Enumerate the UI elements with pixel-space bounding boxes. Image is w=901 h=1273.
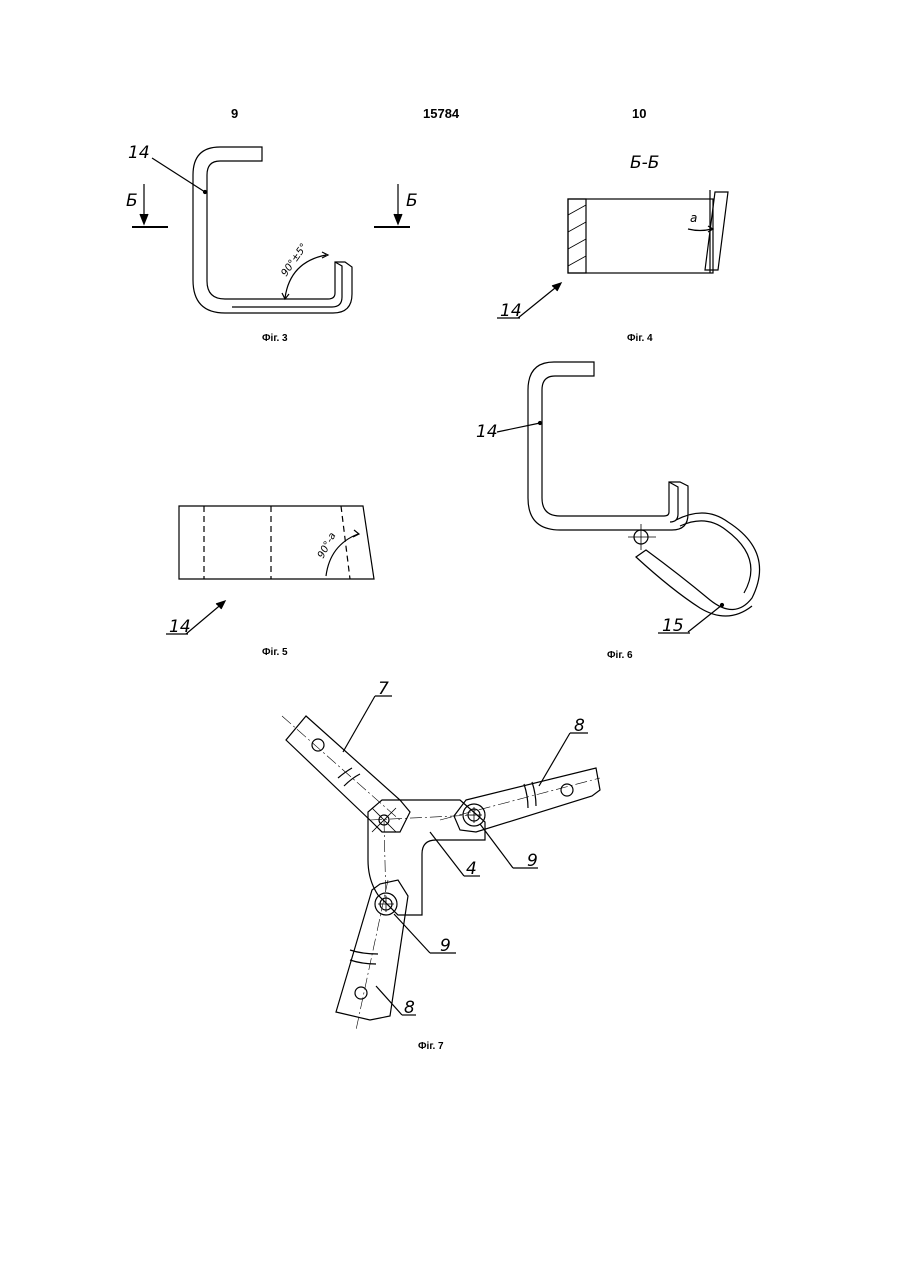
part-label-8-right: 8	[574, 716, 585, 736]
fig6-caption: Фіг. 6	[607, 650, 633, 661]
part-label-8-bottom: 8	[404, 998, 415, 1018]
arm-8-bottom-centerline	[356, 880, 388, 1030]
part-label-4: 4	[466, 859, 477, 879]
leader-line-14	[518, 284, 560, 318]
leader-line-14	[152, 158, 205, 192]
section-label-right: Б	[406, 191, 418, 211]
leader-line-14	[497, 423, 540, 432]
part-label-14: 14	[128, 143, 150, 163]
strip-outline	[179, 506, 374, 579]
arm-7-centerline	[282, 716, 402, 822]
bracket-fold	[669, 482, 678, 522]
part-label-9-right: 9	[527, 851, 538, 871]
part-label-9-bottom: 9	[440, 936, 451, 956]
part-label-7: 7	[378, 679, 389, 699]
section-title: Б-Б	[630, 153, 659, 173]
angle-label: 90°-a	[316, 531, 339, 560]
arm-7-break	[338, 768, 360, 786]
part-label-14: 14	[169, 617, 191, 637]
part-label-14: 14	[500, 301, 522, 321]
arm-8-right-break	[524, 782, 536, 808]
tilted-flange	[705, 192, 728, 270]
part-label-14: 14	[476, 422, 498, 442]
angle-arrow	[353, 530, 359, 537]
angle-label: a	[690, 211, 697, 225]
arm-8-bottom-hole	[355, 987, 367, 999]
wire-loop-15	[636, 513, 760, 616]
leader-9-bottom	[394, 914, 430, 953]
leader-line-14	[186, 602, 224, 634]
leader-7	[343, 696, 375, 752]
arm-7-hole	[312, 739, 324, 751]
section-arrow-right-head	[394, 214, 402, 224]
leader-line-15	[688, 605, 722, 632]
figure-3: 14 Б Б 90°±5°	[126, 143, 418, 313]
section-label-left: Б	[126, 191, 138, 211]
leader-dot-15	[721, 604, 724, 607]
figure-6: 14 15	[476, 362, 760, 636]
leader-9-right	[480, 824, 513, 868]
fig7-caption: Фіг. 7	[418, 1041, 444, 1052]
leader-dot-14	[539, 422, 542, 425]
leader-dot	[204, 191, 207, 194]
bracket-outline	[528, 362, 688, 530]
figure-7: 7 8 4 9 9 8	[282, 679, 600, 1030]
figure-5: 90°-a 14	[166, 506, 374, 637]
leader-8-bottom	[376, 986, 402, 1015]
part-label-15: 15	[662, 616, 684, 636]
bracket-outer-outline	[193, 147, 352, 313]
arm-8-right-centerline	[440, 778, 600, 820]
fig4-caption: Фіг. 4	[627, 333, 653, 344]
angle-arc	[688, 229, 712, 231]
section-arrow-left-head	[140, 214, 148, 224]
fig5-caption: Фіг. 5	[262, 647, 288, 658]
figure-4: Б-Б a 14	[497, 153, 728, 321]
hatching	[568, 205, 586, 266]
fig3-caption: Фіг. 3	[262, 333, 288, 344]
leader-4	[430, 832, 464, 876]
